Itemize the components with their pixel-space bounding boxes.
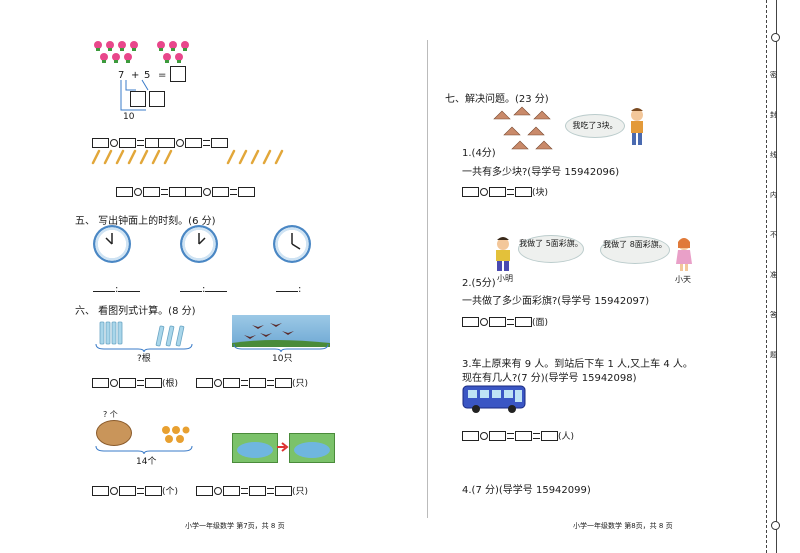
p3-unit: (人) <box>558 432 575 442</box>
flower-group-right <box>156 40 194 64</box>
bracket-c <box>95 445 193 454</box>
clock-1 <box>93 225 131 263</box>
p2-unit: (面) <box>532 318 549 328</box>
p1-question: 一共有多少块?(导学号 15942096) <box>462 167 620 178</box>
pencils-image <box>99 321 185 347</box>
binding-char-3: 线 <box>770 151 777 159</box>
time-answer-1[interactable]: : <box>93 277 141 296</box>
bracket-b <box>233 343 329 352</box>
speech-bubble-2: 我做了 5面彩旗。 <box>518 235 584 263</box>
sticks-left <box>91 149 173 165</box>
equation-row-8[interactable]: (只) <box>196 480 308 499</box>
equation-row-1[interactable] <box>92 132 162 151</box>
ducks-image-2 <box>289 433 335 463</box>
speech-bubble-3-text: 我做了 8面彩旗。 <box>603 240 667 249</box>
binding-circle-bottom <box>771 521 780 530</box>
time-colon-1: : <box>115 284 119 295</box>
p3-text-1: 3.车上原来有 9 人。到站后下车 1 人,又上车 4 人。 <box>462 359 693 370</box>
p4-label: 4.(7 分)(导学号 15942099) <box>462 485 591 496</box>
binding-char-2: 封 <box>770 111 777 119</box>
split-box-1[interactable] <box>130 91 146 107</box>
binding-strip-inner <box>776 0 778 553</box>
time-answer-3[interactable]: : <box>276 277 301 296</box>
p1-unit: (块) <box>532 188 549 198</box>
flower-group-left <box>93 40 143 64</box>
equation-eq: = <box>158 70 167 81</box>
page-divider <box>427 40 428 518</box>
speech-bubble-1: 我吃了3块。 <box>565 114 625 138</box>
equation-row-4[interactable] <box>185 181 255 200</box>
binding-circle-top <box>771 33 780 42</box>
left-footer: 小学一年级数学 第7页，共 8 页 <box>185 522 285 530</box>
time-colon-3: : <box>298 284 302 295</box>
binding-char-1: 密 <box>770 71 777 79</box>
name-xiaoming: 小明 <box>497 274 513 283</box>
binding-strip <box>766 0 768 553</box>
binding-char-6: 准 <box>770 271 777 279</box>
question-mark-label: ? 个 <box>103 410 118 419</box>
basket-image <box>96 420 132 446</box>
p2-question: 一共做了多少面彩旗?(导学号 15942097) <box>462 296 650 307</box>
sticks-right <box>226 149 284 165</box>
p3-text-2: 现在有几人?(7 分)(导学号 15942098) <box>462 373 637 384</box>
split-box-2[interactable] <box>149 91 165 107</box>
bus-image <box>462 385 526 413</box>
chicks-image <box>162 426 190 443</box>
split-diagram <box>120 79 149 111</box>
boy-figure-2 <box>496 237 510 271</box>
unit-ge: (个) <box>162 487 179 497</box>
q6-title: 六、 看图列式计算。(8 分) <box>75 306 196 317</box>
speech-bubble-1-text: 我吃了3块。 <box>572 121 618 130</box>
binding-char-5: 不 <box>770 231 777 239</box>
bracket-b-label: 10只 <box>272 354 293 364</box>
p2-label: 2.(5分) <box>462 278 496 289</box>
ducks-image-1 <box>232 433 278 463</box>
equation-row-6[interactable]: (只) <box>196 372 308 391</box>
unit-zhi-2: (只) <box>292 487 309 497</box>
name-xiaotian: 小天 <box>675 275 691 284</box>
time-answer-2[interactable]: : <box>180 277 228 296</box>
p1-label: 1.(4分) <box>462 148 496 159</box>
bracket-c-label: 14个 <box>136 457 157 467</box>
binding-char-7: 答 <box>770 311 777 319</box>
equation-op: + <box>131 70 140 81</box>
equation-row-2[interactable] <box>158 132 228 151</box>
unit-gen: (根) <box>162 379 179 389</box>
time-colon-2: : <box>202 284 206 295</box>
arrow-icon <box>277 442 289 452</box>
ten-label: 10 <box>123 112 135 122</box>
equation-row-5[interactable]: (根) <box>92 372 178 391</box>
clock-3 <box>273 225 311 263</box>
answer-box[interactable] <box>170 66 186 82</box>
q5-title: 五、 写出钟面上的时刻。(6 分) <box>75 216 216 227</box>
equation-row-3[interactable] <box>116 181 186 200</box>
bracket-a-label: ?根 <box>137 354 151 364</box>
q7-title: 七、解决问题。(23 分) <box>445 94 549 105</box>
equation-b: 5 <box>144 70 151 81</box>
p2-equation[interactable]: (面) <box>462 311 548 330</box>
speech-bubble-3: 我做了 8面彩旗。 <box>600 236 670 264</box>
boy-figure-1 <box>631 108 643 145</box>
cakes-image <box>493 106 553 150</box>
speech-bubble-2-text: 我做了 5面彩旗。 <box>519 239 583 248</box>
girl-figure <box>676 238 692 271</box>
clock-2 <box>180 225 218 263</box>
bracket-a <box>95 343 193 352</box>
birds-image <box>232 315 330 347</box>
equation-a: 7 <box>118 70 125 81</box>
right-footer: 小学一年级数学 第8页，共 8 页 <box>573 522 673 530</box>
equation-row-7[interactable]: (个) <box>92 480 178 499</box>
p1-equation[interactable]: (块) <box>462 181 548 200</box>
p3-equation[interactable]: (人) <box>462 425 574 444</box>
binding-char-8: 题 <box>770 351 777 359</box>
binding-char-4: 内 <box>770 191 777 199</box>
unit-zhi: (只) <box>292 379 309 389</box>
